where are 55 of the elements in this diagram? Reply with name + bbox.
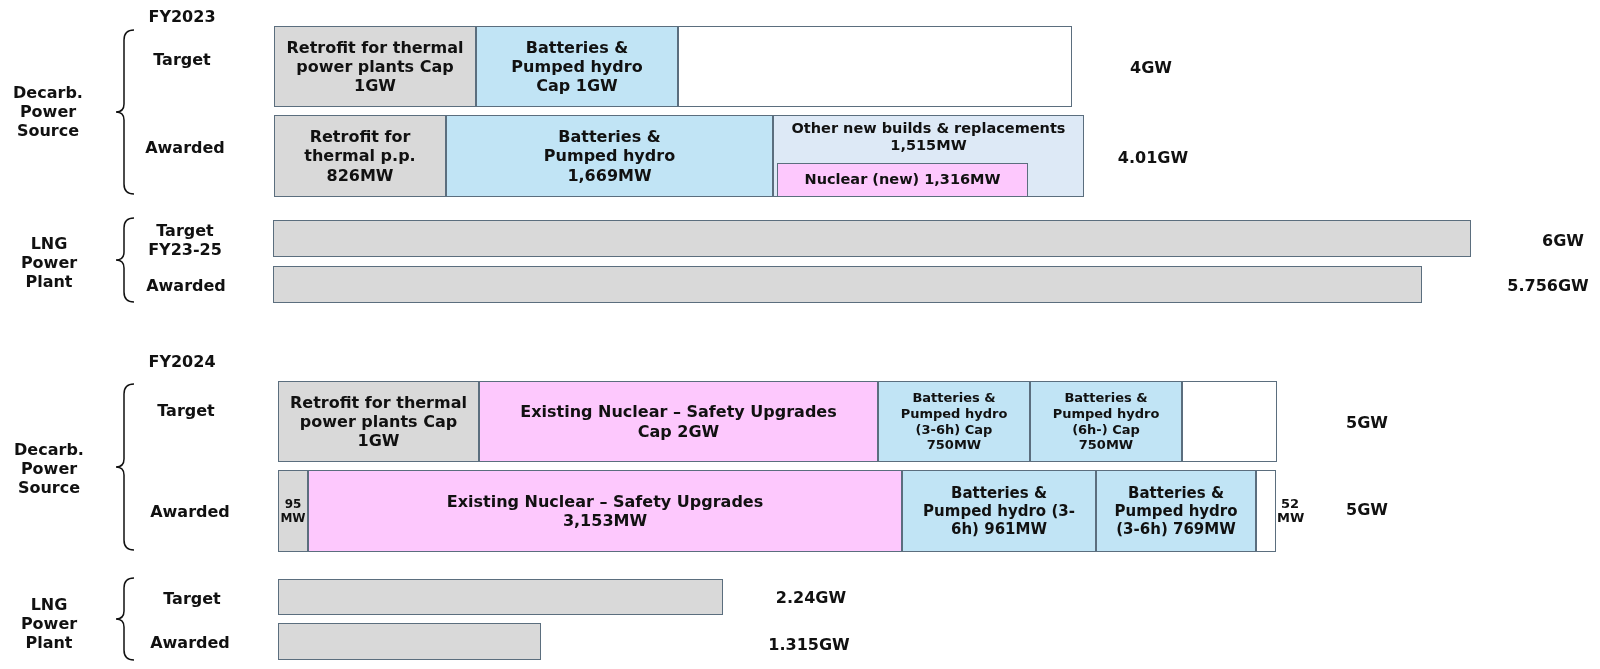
row-label: 1.315GW xyxy=(767,635,851,655)
bar xyxy=(278,579,723,615)
row-label: Target xyxy=(162,589,222,609)
segment-label: Batteries & Pumped hydro 1,669MW xyxy=(542,127,677,185)
row-label: Decarb. Power Source xyxy=(13,440,85,498)
row-label: 4.01GW xyxy=(1116,148,1190,168)
segment-label: Nuclear (new) 1,316MW xyxy=(804,171,1001,189)
bar-segment xyxy=(476,26,678,107)
bar-segment xyxy=(446,115,773,197)
row-label: 4GW xyxy=(1129,58,1173,78)
bar-segment xyxy=(777,163,1028,197)
segment-label: Existing Nuclear – Safety Upgrades 3,153MW xyxy=(445,491,765,531)
bar-segment xyxy=(878,381,1030,462)
segment-label: Retrofit for thermal p.p. 826MW xyxy=(303,127,417,185)
row-label: Awarded xyxy=(145,276,227,296)
segment-label: Batteries & Pumped hydro Cap 1GW xyxy=(510,37,644,96)
segment-label: Batteries & Pumped hydro (3-6h) 961MW xyxy=(922,484,1076,538)
row-label: Target xyxy=(152,50,212,70)
bar-segment xyxy=(1030,381,1182,462)
bar xyxy=(273,266,1422,303)
segment-label: Retrofit for thermal power plants Cap 1GW xyxy=(289,392,468,451)
row-label: FY2024 xyxy=(147,352,217,372)
bar-segment xyxy=(278,470,308,552)
row-label: Target xyxy=(156,401,216,421)
row-label: Target FY23-25 xyxy=(147,220,223,260)
bar-segment xyxy=(902,470,1096,552)
segment-label: 95 MW xyxy=(279,496,307,526)
segment-label: Batteries & Pumped hydro (3-6h) 769MW xyxy=(1113,484,1239,538)
bar-segment xyxy=(308,470,902,552)
bar-segment xyxy=(479,381,878,462)
bar-segment xyxy=(274,115,446,197)
row-label: Awarded xyxy=(149,502,231,522)
row-label: 5.756GW xyxy=(1506,276,1590,296)
segment-value: 52 MW xyxy=(1277,496,1303,526)
segment-label: Batteries & Pumped hydro (3-6h) Cap 750MW xyxy=(899,390,1009,453)
bar xyxy=(273,220,1471,257)
segment-label: Batteries & Pumped hydro (6h-) Cap 750MW xyxy=(1051,390,1161,453)
row-label: 2.24GW xyxy=(774,588,848,608)
bar-segment xyxy=(274,26,476,107)
row-label: FY2023 xyxy=(147,7,217,27)
row-label: 5GW xyxy=(1345,500,1389,520)
row-label: LNG Power Plant xyxy=(19,595,79,653)
row-label: LNG Power Plant xyxy=(19,234,79,292)
bar xyxy=(278,623,541,660)
segment-label: Retrofit for thermal power plants Cap 1GW xyxy=(285,37,465,96)
bar-segment xyxy=(1096,470,1256,552)
bar-segment xyxy=(773,115,1084,197)
bar-segment xyxy=(278,381,479,462)
segment-label: Other new builds & replacements 1,515MW xyxy=(790,120,1067,155)
row-label: 6GW xyxy=(1541,231,1585,251)
row-label: 5GW xyxy=(1345,413,1389,433)
row-label: Awarded xyxy=(144,138,226,158)
segment-label: Existing Nuclear – Safety Upgrades Cap 2GW xyxy=(519,402,838,441)
row-label: Awarded xyxy=(149,633,231,653)
row-label: Decarb. Power Source xyxy=(12,83,84,141)
